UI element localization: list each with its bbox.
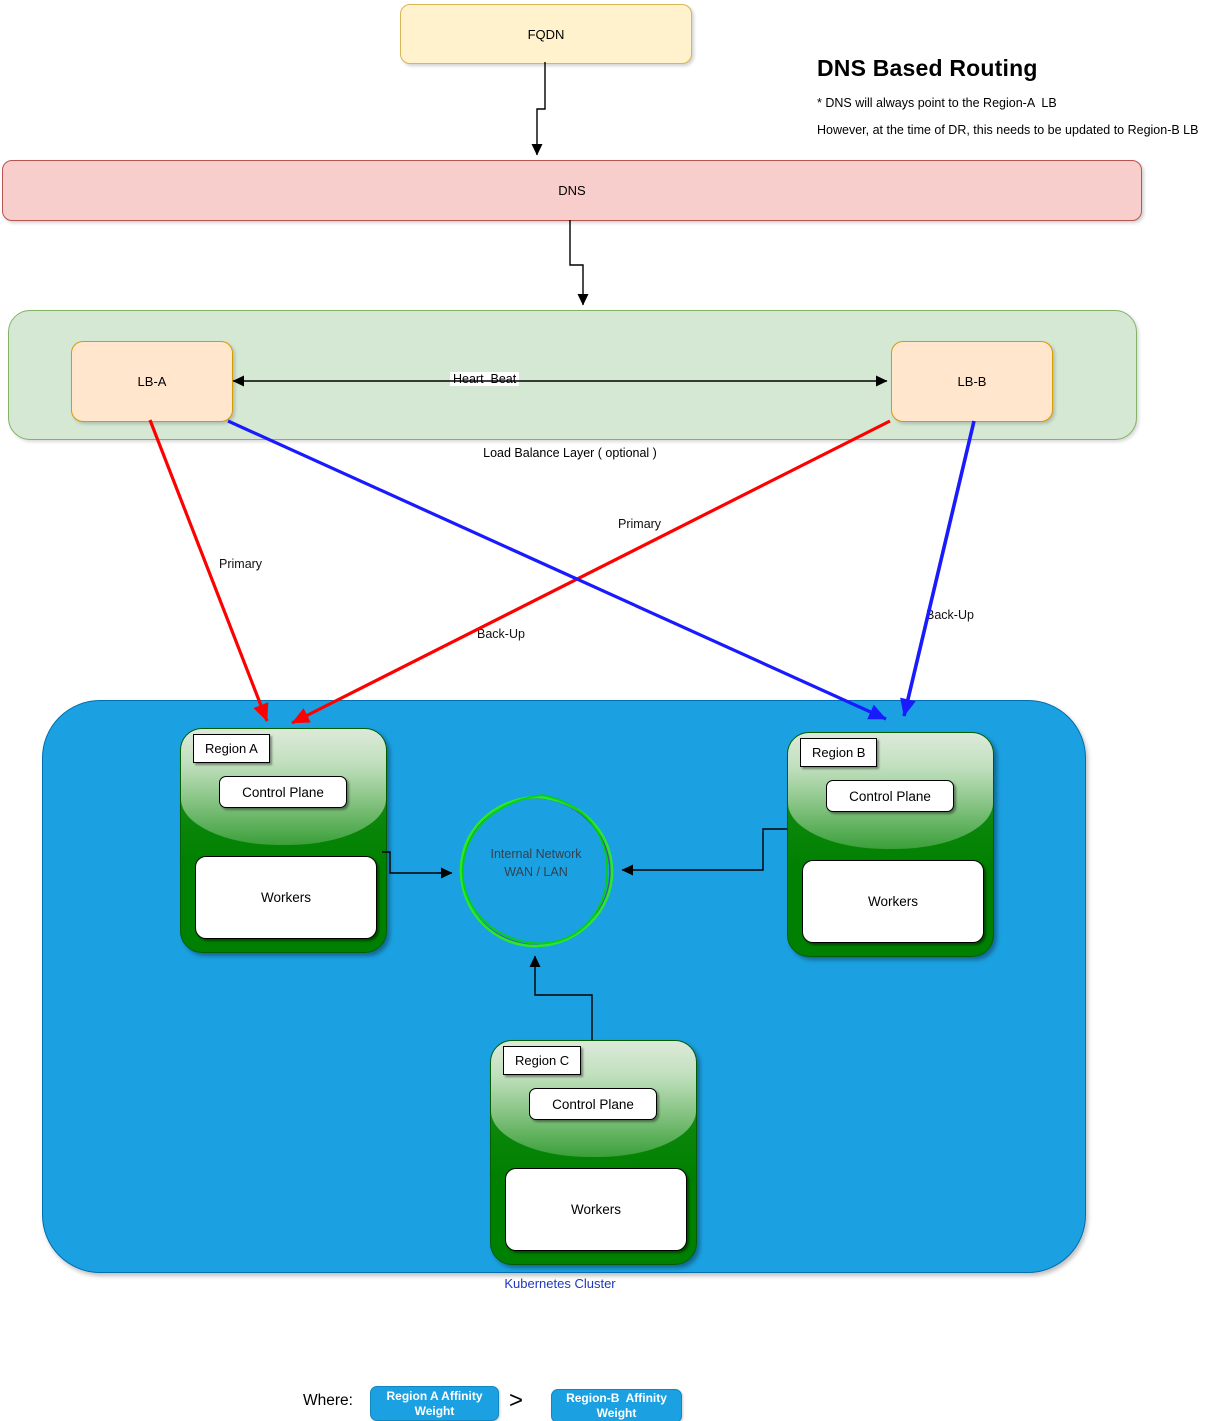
edge-label-lbb-backup: Back-Up [926,608,974,622]
load-balance-layer: LB-A LB-B [8,310,1137,440]
region-b-node: Region B Control Plane Workers [787,732,994,957]
region-c-node: Region C Control Plane Workers [490,1040,697,1265]
region-a-control-plane: Control Plane [219,776,347,808]
legend-region-b-weight: Region-B Affinity Weight [551,1389,682,1421]
region-b-workers: Workers [802,860,984,943]
region-a-node: Region A Control Plane Workers [180,728,387,953]
legend-region-a-weight: Region A Affinity Weight [370,1386,499,1421]
internal-network-node: Internal Network WAN / LAN [461,845,611,881]
lb-a-label: LB-A [137,374,167,389]
internal-network-line2: WAN / LAN [504,865,568,880]
kubernetes-cluster-caption: Kubernetes Cluster [504,1276,616,1291]
edge-fqdn-dns [531,62,546,156]
region-b-name: Region B [800,738,878,767]
lb-a-node: LB-A [71,341,233,422]
edge-lbb-primary-arrow [291,419,891,725]
lb-b-label: LB-B [957,374,987,389]
legend-where-label: Where: [303,1392,353,1409]
region-c-name: Region C [503,1046,582,1075]
fqdn-node: FQDN [400,4,692,64]
internal-network-line1: Internal Network [490,847,582,861]
heartbeat-edge-label: Heart Beat [450,372,520,386]
lb-b-node: LB-B [891,341,1053,422]
edge-label-lba-primary: Primary [219,557,263,571]
region-c-workers: Workers [505,1168,687,1251]
legend-greater-than: > [509,1387,524,1414]
edge-lbb-backup-arrow [900,420,976,717]
load-balance-layer-caption: Load Balance Layer ( optional ) [483,446,657,460]
fqdn-label: FQDN [527,26,565,42]
region-a-name: Region A [193,734,270,763]
dns-node: DNS [2,160,1142,221]
edge-label-lba-backup: Back-Up [477,627,525,641]
page-title: DNS Based Routing [817,55,1038,81]
title-note-1: * DNS will always point to the Region-A … [817,96,1057,110]
dns-label: DNS [558,183,586,198]
edge-label-lbb-primary: Primary [618,517,662,531]
region-a-workers: Workers [195,856,377,939]
edge-lba-backup-arrow [227,419,887,721]
title-note-2: However, at the time of DR, this needs t… [817,123,1199,137]
edge-dns-lb-layer [569,220,589,306]
region-c-control-plane: Control Plane [529,1088,657,1120]
region-b-control-plane: Control Plane [826,780,954,812]
